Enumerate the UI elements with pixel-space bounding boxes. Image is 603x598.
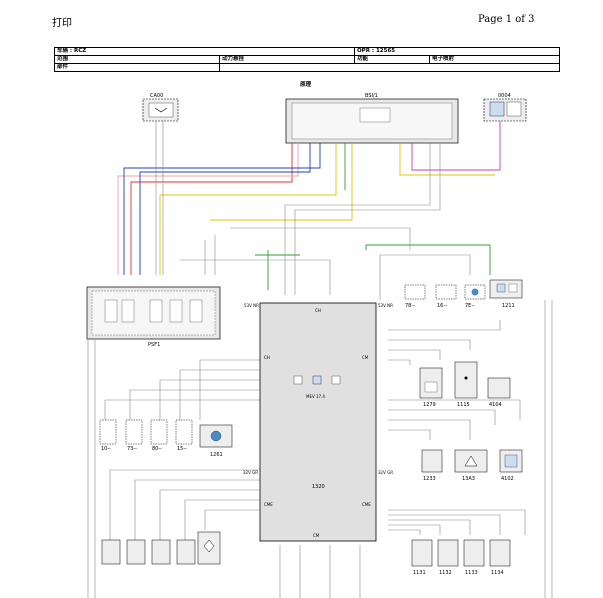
c1133-label: 1133	[465, 570, 478, 576]
component-0004: 0004	[483, 93, 527, 122]
conn-a-label: 53V NR	[244, 303, 259, 308]
component-1279: 1279	[419, 367, 443, 408]
diagram-title: 原理	[300, 80, 312, 88]
c4104-label: 4104	[489, 402, 502, 408]
print-label: 打印	[52, 18, 72, 29]
c1115-label: 1115	[457, 402, 470, 408]
c1261-label: 1261	[210, 452, 223, 458]
component-78: 78--	[404, 284, 426, 309]
mev-label: MEV 17.4	[306, 394, 325, 399]
c1279-label: 1279	[423, 402, 436, 408]
component-1133: 1133	[463, 539, 485, 576]
component-1261: 1261	[199, 424, 233, 458]
psf1-label: PSF1	[148, 342, 160, 348]
conn-d-label: 32V GR	[378, 470, 393, 475]
component-4102: 4102	[499, 449, 523, 482]
ch-top-label: CH	[315, 308, 321, 313]
conn-b-label: 53V NR	[378, 303, 393, 308]
bsi1-label: BSI/1	[365, 93, 378, 99]
c80-label: 80--	[152, 446, 162, 452]
c1211-label: 1211	[502, 303, 515, 309]
c10-label: 10--	[101, 446, 111, 452]
cm-right-label: CM	[362, 355, 369, 360]
c15-label: 15--	[177, 446, 187, 452]
c1233-label: 1233	[423, 476, 436, 482]
component-1211: 1211	[489, 279, 523, 309]
component-1132: 1132	[437, 539, 459, 576]
component-80: 80--	[150, 419, 168, 452]
component-10: 10--	[99, 419, 117, 452]
component-1233: 1233	[421, 449, 443, 482]
c73-label: 73--	[127, 446, 137, 452]
part-value	[219, 63, 560, 72]
component-1134: 1134	[489, 539, 511, 576]
page-indicator: Page 1 of 3	[478, 14, 535, 25]
c78-label: 78--	[405, 303, 415, 309]
c4102-label: 4102	[501, 476, 514, 482]
component-1131: 1131	[411, 539, 433, 576]
component-13a3: 13A3	[454, 449, 488, 482]
cm-bottom-label: CM	[313, 533, 320, 538]
component-15: 15--	[175, 419, 193, 452]
c16-label: 16--	[437, 303, 447, 309]
cme-left-label: CME	[264, 502, 273, 507]
cme-right-label: CME	[362, 502, 371, 507]
component-1115: 1115	[454, 361, 478, 408]
c13a3-label: 13A3	[462, 476, 475, 482]
signal-wires	[87, 121, 553, 598]
component-1320: 53V NR 53V NR 32V GR 32V GR CH CH CM CME…	[243, 302, 393, 542]
component-psf1: PSF1	[86, 286, 221, 348]
ca00-label: CA00	[150, 93, 163, 99]
c1134-label: 1134	[491, 570, 504, 576]
c1131-label: 1131	[413, 570, 426, 576]
component-7e: 7E--	[464, 284, 486, 309]
component-bsi1: BSI/1	[285, 93, 459, 144]
info-table: 车辆 : RCZ OPR : 12565 范围 动力悬挂 功能 电子喷射 部件	[54, 47, 560, 72]
c7e-label: 7E--	[465, 303, 475, 309]
component-73: 73--	[125, 419, 143, 452]
c0004-label: 0004	[498, 93, 511, 99]
c1132-label: 1132	[439, 570, 452, 576]
c1320-label: 1320	[312, 484, 325, 490]
wire-harness	[117, 121, 501, 290]
component-ca00: CA00	[142, 93, 179, 122]
ch-left-label: CH	[264, 355, 270, 360]
component-16: 16--	[435, 284, 457, 309]
component-4104: 4104	[487, 377, 511, 408]
conn-c-label: 32V GR	[243, 470, 258, 475]
bottom-left-components	[101, 531, 221, 565]
